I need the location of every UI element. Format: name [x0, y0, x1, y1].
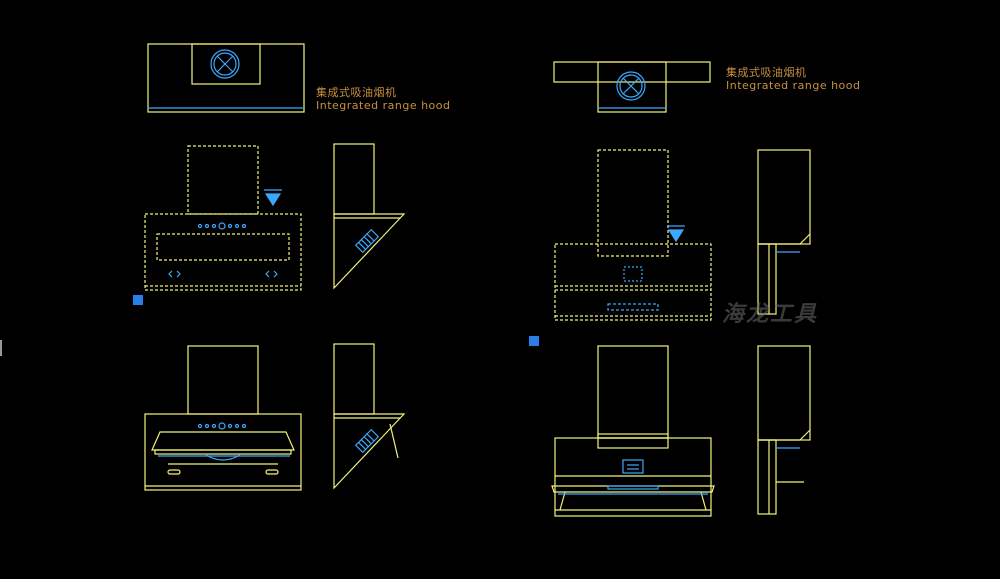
hood-b-label-en: Integrated range hood	[726, 79, 861, 92]
hood-a-label-zh: 集成式吸油烟机	[316, 86, 397, 99]
hood-b-front-view-2-panel	[622, 459, 644, 474]
hood-b-top-view	[553, 61, 711, 113]
hood-a-level-marker	[264, 189, 282, 207]
hood-a-side-view-2	[333, 343, 406, 490]
hood-b-front-view-2	[551, 345, 715, 517]
hood-a-side-view-1	[333, 143, 406, 290]
hood-b-level-marker	[667, 225, 685, 243]
hood-a-front-view-1-controls	[168, 222, 278, 278]
watermark-text: 海龙工具	[722, 302, 819, 327]
grip-marker-b[interactable]	[529, 336, 539, 346]
hood-b-front-view-1-panel	[623, 266, 643, 282]
grip-marker-a[interactable]	[133, 295, 143, 305]
hood-a-front-view-1	[144, 145, 302, 291]
hood-a-front-view-2-controls	[197, 422, 247, 430]
hood-a-front-view-2	[144, 345, 302, 491]
hood-b-front-view-1	[554, 149, 712, 321]
hood-a-top-view	[147, 43, 305, 113]
hood-b-side-view-1	[757, 149, 811, 315]
hood-b-side-view-2	[757, 345, 811, 515]
hood-a-label-en: Integrated range hood	[316, 99, 451, 112]
hood-b-label-zh: 集成式吸油烟机	[726, 66, 807, 79]
